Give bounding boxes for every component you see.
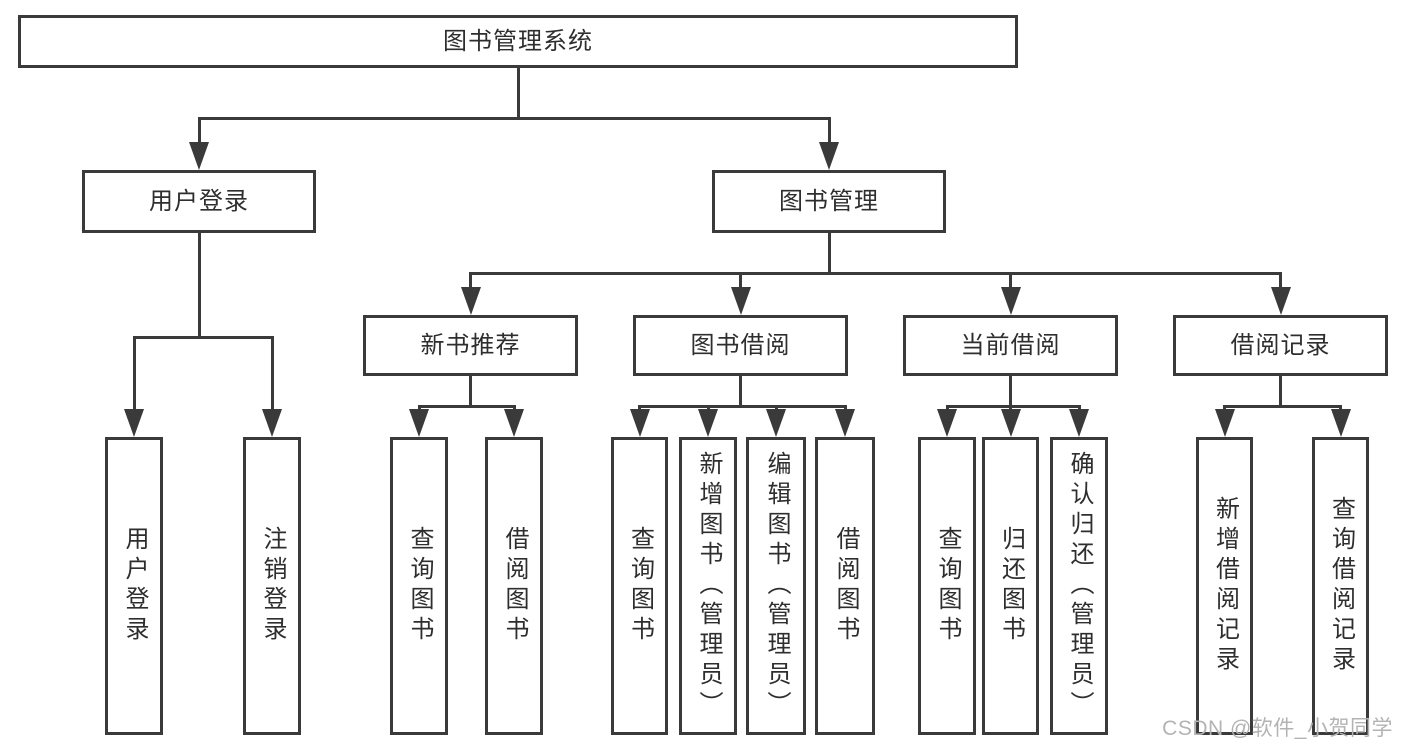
connector-hline bbox=[469, 271, 1282, 275]
arrow-down-icon bbox=[629, 409, 650, 437]
arrow-down-icon bbox=[766, 409, 786, 437]
arrow-down-icon bbox=[698, 409, 718, 437]
connector-vline bbox=[469, 376, 472, 406]
connector-vline bbox=[197, 118, 201, 150]
arrow-down-icon bbox=[1069, 409, 1089, 437]
arrow-down-icon bbox=[1330, 409, 1351, 437]
connector-vline bbox=[827, 233, 831, 273]
connector-vline bbox=[739, 376, 742, 406]
arrow-down-icon bbox=[409, 409, 429, 437]
connector-vline bbox=[469, 273, 472, 295]
node-leaf-return-book: 归还图书 bbox=[982, 437, 1039, 735]
node-leaf-add-borrow-record: 新增借阅记录 bbox=[1196, 437, 1253, 735]
connector-vline bbox=[1279, 273, 1282, 295]
node-leaf-query-borrow-record: 查询借阅记录 bbox=[1312, 437, 1369, 735]
node-leaf-borrow-book-2: 借阅图书 bbox=[815, 437, 875, 735]
arrow-down-icon bbox=[835, 409, 855, 437]
node-leaf-edit-book: 编辑图书（管理员） bbox=[746, 437, 806, 735]
arrow-down-icon bbox=[1270, 287, 1291, 315]
arrow-down-icon bbox=[189, 142, 209, 170]
arrow-down-icon bbox=[124, 409, 144, 437]
node-current-borrow: 当前借阅 bbox=[903, 315, 1118, 376]
node-new-book-rec: 新书推荐 bbox=[363, 315, 578, 376]
node-root: 图书管理系统 bbox=[18, 15, 1018, 68]
connector-hline bbox=[638, 404, 847, 408]
arrow-down-icon bbox=[1000, 409, 1021, 437]
connector-vline bbox=[197, 233, 201, 337]
node-leaf-query-book-2: 查询图书 bbox=[611, 437, 668, 735]
arrow-down-icon bbox=[504, 409, 524, 437]
node-leaf-borrow-book-1: 借阅图书 bbox=[485, 437, 543, 735]
connector-vline bbox=[1279, 376, 1282, 406]
arrow-down-icon bbox=[819, 142, 839, 170]
arrow-down-icon bbox=[730, 287, 751, 315]
connector-hline bbox=[945, 404, 1081, 408]
connector-hline bbox=[197, 116, 831, 120]
connector-hline bbox=[1223, 404, 1342, 408]
node-leaf-query-book-1: 查询图书 bbox=[390, 437, 448, 735]
connector-vline bbox=[270, 337, 274, 417]
arrow-down-icon bbox=[1214, 409, 1235, 437]
connector-vline bbox=[739, 273, 742, 295]
node-leaf-user-login: 用户登录 bbox=[105, 437, 163, 735]
arrow-down-icon bbox=[1000, 287, 1021, 315]
node-borrow-records: 借阅记录 bbox=[1173, 315, 1388, 376]
connector-vline bbox=[516, 68, 520, 118]
connector-vline bbox=[132, 337, 136, 417]
arrow-down-icon bbox=[262, 409, 282, 437]
node-leaf-confirm-return: 确认归还（管理员） bbox=[1050, 437, 1108, 735]
node-book-mgmt: 图书管理 bbox=[712, 170, 946, 233]
arrow-down-icon bbox=[937, 409, 957, 437]
connector-vline bbox=[1009, 376, 1012, 406]
node-leaf-logout: 注销登录 bbox=[243, 437, 301, 735]
watermark: CSDN @软件_小贺同学 bbox=[1162, 717, 1393, 740]
node-leaf-query-book-3: 查询图书 bbox=[918, 437, 976, 735]
connector-vline bbox=[827, 118, 831, 150]
connector-hline bbox=[132, 335, 274, 339]
node-leaf-add-book: 新增图书（管理员） bbox=[679, 437, 737, 735]
node-user-login: 用户登录 bbox=[82, 170, 316, 233]
arrow-down-icon bbox=[460, 287, 481, 315]
connector-vline bbox=[1009, 273, 1012, 295]
connector-hline bbox=[417, 404, 516, 408]
node-book-borrow: 图书借阅 bbox=[633, 315, 848, 376]
